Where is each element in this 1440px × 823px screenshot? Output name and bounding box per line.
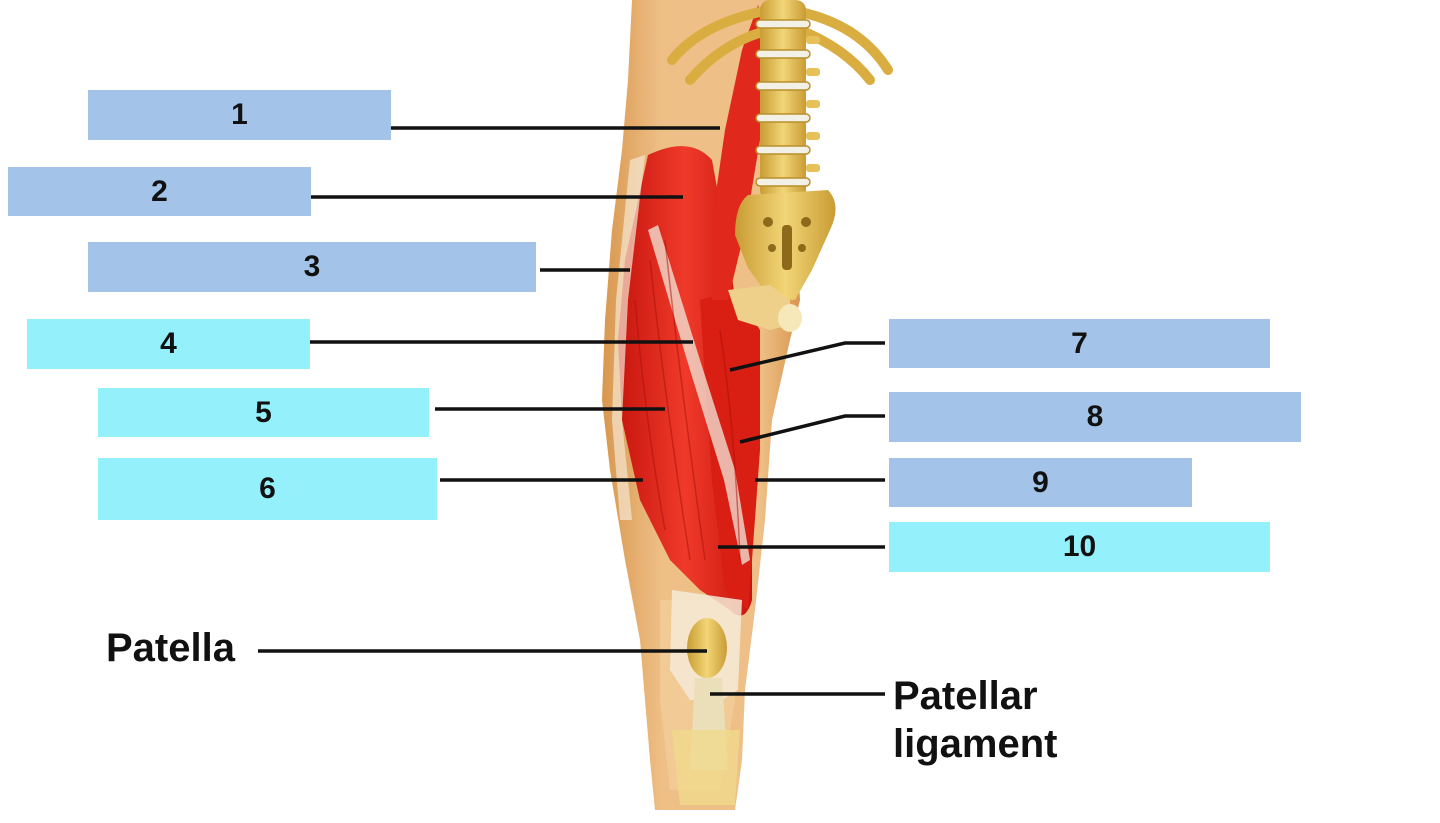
lateral-tendon bbox=[612, 155, 645, 520]
tibia-lower bbox=[672, 730, 740, 805]
patellar-ligament-label-line2: ligament bbox=[893, 722, 1058, 766]
label-box-6[interactable]: 6 bbox=[98, 458, 437, 520]
label-box-10[interactable]: 10 bbox=[889, 522, 1270, 572]
patella-label: Patella bbox=[106, 626, 235, 670]
femoral-head bbox=[778, 304, 802, 332]
leader-7 bbox=[729, 341, 885, 372]
muscle-fibers bbox=[634, 239, 741, 561]
vertebra-processes bbox=[806, 36, 820, 172]
psoas-muscle bbox=[712, 5, 770, 300]
label-box-8[interactable]: 8 bbox=[889, 392, 1301, 442]
ribs bbox=[667, 7, 893, 85]
label-box-7[interactable]: 7 bbox=[889, 319, 1270, 368]
label-box-1[interactable]: 1 bbox=[88, 90, 391, 140]
leader-lines bbox=[258, 126, 885, 696]
label-box-9[interactable]: 9 bbox=[889, 458, 1192, 507]
label-box-3[interactable]: 3 bbox=[88, 242, 536, 292]
vertebra-discs bbox=[755, 19, 811, 187]
label-box-5[interactable]: 5 bbox=[98, 388, 429, 437]
label-box-4[interactable]: 4 bbox=[27, 319, 310, 369]
spinal-column bbox=[760, 0, 806, 200]
leader-8 bbox=[739, 414, 885, 444]
label-box-2[interactable]: 2 bbox=[8, 167, 311, 216]
sacral-foramina bbox=[763, 217, 811, 270]
hip-joint bbox=[728, 285, 790, 330]
patella-bone bbox=[687, 618, 727, 678]
patellar-ligament-label-line1: Patellar bbox=[893, 674, 1038, 718]
